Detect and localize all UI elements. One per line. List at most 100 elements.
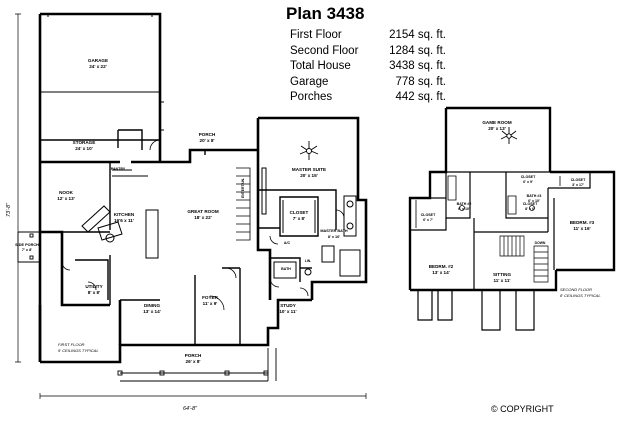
room-name-closet-upper: CLOSET [521,175,536,179]
stat-label: Porches [290,91,333,103]
label-linen: LIN. [305,259,311,263]
stat-value: 1284 sq. ft. [389,44,446,57]
first-floor-walls [38,12,368,364]
first-floor-inner-walls [40,92,337,345]
room-dims-closet-bed2: 6' x 7' [423,218,433,222]
room-name-game-room: GAME ROOM [482,120,512,125]
room-name-storage: STORAGE [73,140,96,145]
room-dims-bath-2: 6' x 10' [458,207,470,211]
room-name-nook: NOOK [59,190,73,195]
stat-value: 442 sq. ft. [395,91,446,103]
first-floor-labels: GARAGE 24' x 22' STORAGE 24' x 10' PANTR… [15,58,348,364]
room-name-kitchen: KITCHEN [114,212,135,217]
room-dims-foyer: 11' x 9' [203,301,218,306]
ceiling-fan-icon [299,141,319,160]
dim-bottom-label: 64'-8" [183,406,198,412]
room-dims-closet-bath3: 8' x 6' [525,207,535,211]
second-floor-bays [417,290,535,331]
front-porch [117,348,277,382]
room-dims-nook: 12' x 13' [57,196,75,201]
room-name-bath-2: BATH #2 [457,202,472,206]
garage-detail [40,14,164,131]
room-dims-garage: 24' x 22' [89,64,107,69]
room-dims-master-suite: 20' x 15' [300,173,318,178]
room-name-foyer: FOYER [202,295,219,300]
stat-row-second-floor: Second Floor 1284 sq. ft. [286,44,446,60]
room-dims-sitting: 11' x 11' [493,278,510,283]
room-dims-closet: 7' x 8' [293,216,305,221]
second-floor-inner-walls [410,171,591,290]
room-dims-bath-3: 6' x 10' [528,199,540,203]
label-entertain: ENTERTAIN. [241,178,245,198]
label-down: DOWN [535,241,546,245]
room-dims-closet-upper: 6' x 9' [523,180,533,184]
stat-row-first-floor: First Floor 2154 sq. ft. [286,28,446,44]
stat-label: Total House [290,60,351,72]
second-floor-note-line1: SECOND FLOOR [560,287,592,292]
room-dims-kitchen: 16'6 x 11' [114,218,134,223]
room-dims-bedrm-3: 11' x 16' [573,226,590,231]
room-dims-side-porch: 7' x 8' [22,248,32,252]
room-dims-master-bath: 8' x 16' [328,235,340,239]
stat-row-total-house: Total House 3438 sq. ft. [286,59,446,75]
room-name-dining: DINING [144,303,161,308]
room-name-pantry: PANTRY [111,167,126,171]
first-floor-notes: 73'-8" 64'-8" FIRST FLOOR 9' CEILINGS TY… [6,202,198,412]
stat-label: First Floor [290,29,342,41]
room-name-porch-front: PORCH [185,353,202,358]
room-name-bath-3: BATH #3 [527,194,542,198]
room-dims-game-room: 20' x 13' [488,126,506,131]
plan-title: Plan 3438 [286,4,365,23]
side-porch [17,231,40,263]
room-name-great-room: GREAT ROOM [187,209,218,214]
game-room-fan-icon [500,127,518,144]
stat-value: 3438 sq. ft. [389,60,446,72]
second-floor-labels: GAME ROOM 20' x 13' CLOSET 6' x 9' BATH … [421,120,595,283]
room-dims-closet-bed3: 3' x 17' [572,183,584,187]
label-ac: A/C [284,241,291,245]
room-dims-porch-front: 26' x 8' [186,359,201,364]
room-name-utility: UTILITY [85,284,102,289]
first-floor-stair [236,167,251,241]
stat-value: 778 sq. ft. [395,75,446,88]
door-swings [61,139,345,311]
second-floor-walls [408,106,616,292]
room-dims-dining: 13' x 14' [143,309,161,314]
room-name-porch-rear: PORCH [199,132,216,137]
second-floor-fixtures [415,175,561,228]
room-dims-study: 10' x 11' [279,309,296,314]
room-name-closet-bath3: CLOSET [523,202,538,206]
room-name-master-suite: MASTER SUITE [292,167,326,172]
first-floor-note-line2: 9' CEILINGS TYPICAL [58,348,99,353]
second-floor-notes: SECOND FLOOR 8' CEILINGS TYPICAL [560,287,601,298]
stat-row-garage: Garage 778 sq. ft. [286,75,446,91]
copyright-notice: © COPYRIGHT [491,404,554,414]
stat-row-porches: Porches 442 sq. ft. [286,90,446,106]
room-dims-porch-rear: 20' x 8' [200,138,215,143]
second-floor-stair [499,235,549,283]
stat-label: Second Floor [290,44,359,57]
dim-side-label: 73'-8" [6,202,12,217]
stat-value: 2154 sq. ft. [389,29,446,41]
room-name-closet-bed3: CLOSET [571,178,586,182]
room-name-closet: CLOSET [290,210,309,215]
label-bath: BATH [281,267,291,271]
dimension-lines [15,13,367,399]
room-name-side-porch: SIDE PORCH [15,243,39,247]
master-suite-fixtures [261,167,361,279]
room-dims-bedrm-2: 13' x 14' [432,270,450,275]
stat-label: Garage [290,75,329,88]
kitchen-fixtures [81,169,159,259]
room-name-sitting: SITTING [493,272,512,277]
first-floor-note-line1: FIRST FLOOR [58,342,85,347]
room-name-closet-bed2: CLOSET [421,213,436,217]
room-name-garage: GARAGE [88,58,108,63]
room-name-bedrm-3: BEDRM. #3 [570,220,595,225]
room-name-master-bath: MASTER BATH [320,229,348,233]
plan-info: Plan 3438 First Floor 2154 sq. ft. Second… [286,4,446,106]
room-dims-utility: 8' x 8' [88,290,100,295]
room-name-bedrm-2: BEDRM. #2 [429,264,454,269]
second-floor-note-line2: 8' CEILINGS TYPICAL [560,293,601,298]
room-name-study: STUDY [280,303,296,308]
